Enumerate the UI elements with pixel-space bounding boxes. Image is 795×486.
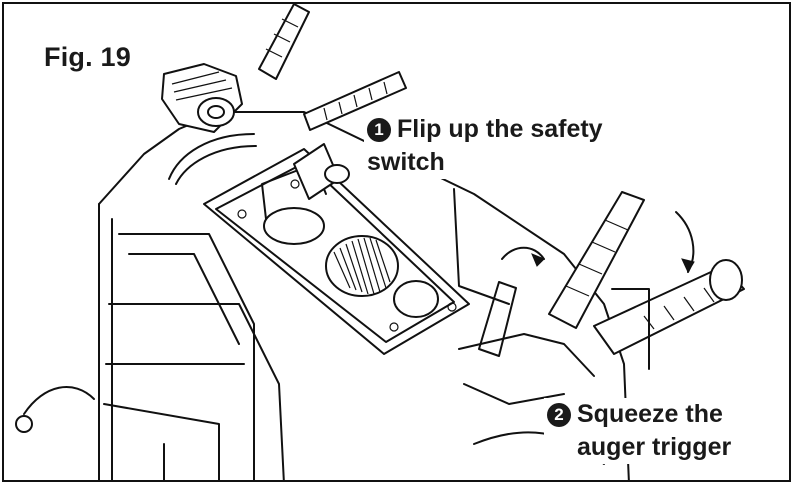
step-1-number: 1 xyxy=(367,118,391,142)
leader-line-2 xyxy=(611,288,650,370)
right-grip xyxy=(593,265,745,355)
speed-knob xyxy=(325,235,399,297)
left-handle-bar xyxy=(258,4,310,80)
step-2-number: 2 xyxy=(547,403,571,427)
leader-line-1 xyxy=(453,188,510,305)
flip-arrow xyxy=(501,246,545,260)
snow-blower-handle-illustration xyxy=(15,4,745,480)
step-2-line-2: auger trigger xyxy=(577,433,732,461)
step-2-line-1: Squeeze the xyxy=(577,400,723,428)
step-1-line-1: Flip up the safety xyxy=(397,115,603,143)
step-1-line-2: switch xyxy=(367,148,445,176)
figure-title: Fig. 19 xyxy=(44,42,131,72)
left-panel xyxy=(118,233,255,480)
